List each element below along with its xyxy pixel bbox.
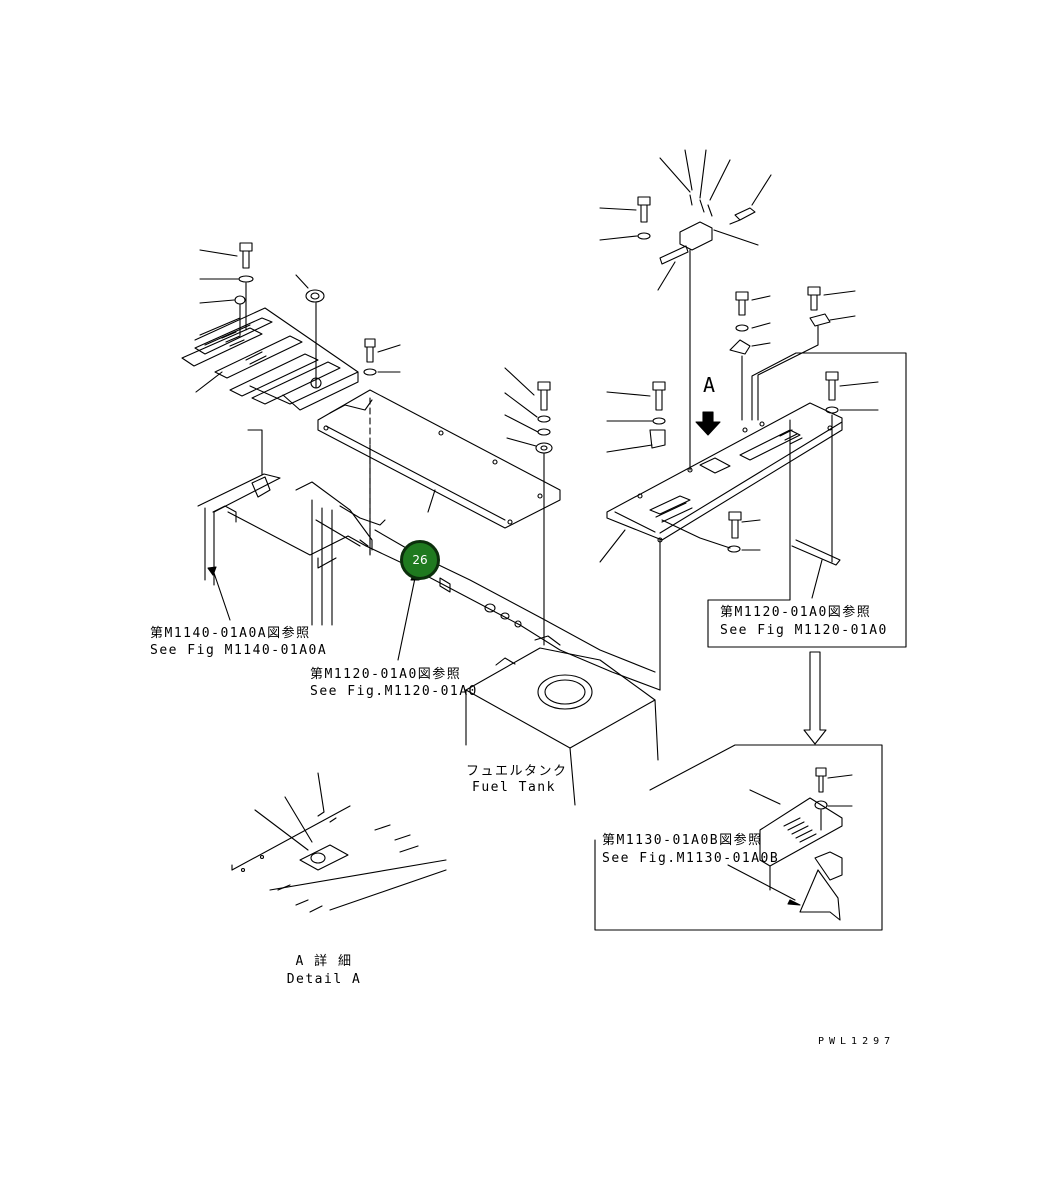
ref-m1120-center-en: See Fig.M1120-01A0 — [310, 684, 478, 699]
ref-m1120-right-jp: 第M1120-01A0図参照 — [720, 605, 872, 620]
view-a-arrow — [695, 411, 721, 436]
left-bolt-set — [195, 242, 401, 393]
ref-m1140-jp: 第M1140-01A0A図参照 — [150, 626, 311, 641]
drawing-code: PWL1297 — [818, 1036, 896, 1047]
lower-right-inset — [594, 744, 883, 931]
detail-a-jp: A 詳 細 — [295, 954, 353, 969]
fuel-tank-en: Fuel Tank — [472, 780, 556, 795]
detail-a-drawing — [231, 772, 447, 913]
center-bolt-set — [504, 367, 553, 646]
ref-m1120-right-en: See Fig M1120-01A0 — [720, 623, 888, 638]
view-marker-a: A — [703, 373, 717, 397]
down-arrow — [803, 651, 827, 745]
ref-m1120-center-jp: 第M1120-01A0図参照 — [310, 667, 462, 682]
callout-number: 26 — [412, 553, 428, 567]
fuel-tank — [465, 647, 659, 806]
fuel-tank-jp: フュエルタンク — [466, 764, 568, 779]
detail-a-en: Detail A — [286, 972, 362, 987]
right-reference-box — [707, 352, 907, 648]
part-callout-26[interactable]: 26 — [400, 540, 440, 580]
right-main-plate — [599, 402, 843, 691]
ref-m1140-en: See Fig M1140-01A0A — [150, 643, 328, 658]
center-cover-plate — [317, 389, 561, 556]
right-bolt-set — [606, 286, 879, 599]
ref-m1130-en: See Fig.M1130-01A0B — [602, 851, 780, 866]
left-step-plate — [181, 307, 359, 411]
right-top-bracket — [599, 149, 772, 471]
ref-m1130-jp: 第M1130-01A0B図参照 — [602, 833, 763, 848]
